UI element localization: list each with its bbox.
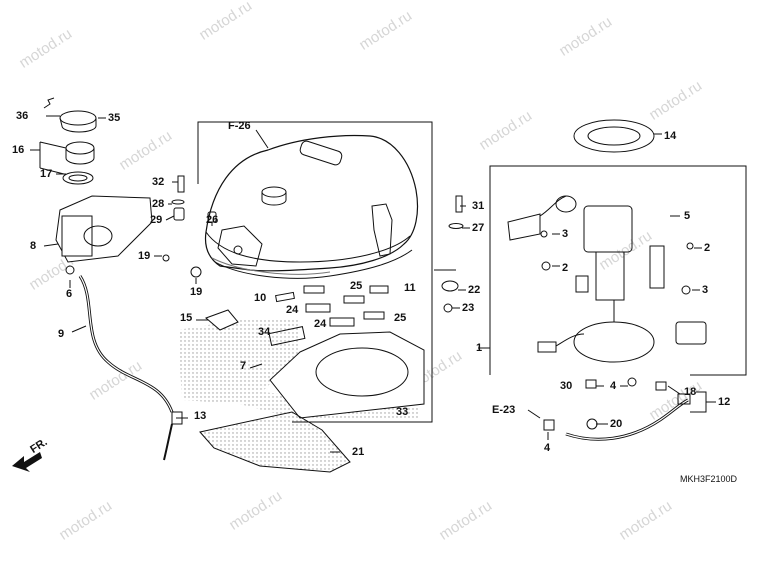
callout-14: 14 xyxy=(664,130,677,142)
pad-10b xyxy=(303,285,325,294)
pump-retainer-ring xyxy=(573,119,655,153)
callout-23: 23 xyxy=(462,302,475,314)
callout-12: 12 xyxy=(718,396,731,408)
callout-19: 19 xyxy=(190,286,203,298)
washer-27 xyxy=(448,223,464,229)
cushion-22 xyxy=(441,280,459,292)
callout-4a: 4 xyxy=(610,380,617,392)
clip-20 xyxy=(586,418,598,430)
callout-19-nut: 19 xyxy=(138,250,151,262)
callout-27: 27 xyxy=(472,222,485,234)
callout-18: 18 xyxy=(684,386,697,398)
callout-13: 13 xyxy=(194,410,207,422)
tank-group-frame xyxy=(197,121,433,423)
pad-24a xyxy=(305,303,331,313)
callout-11: 11 xyxy=(404,282,416,294)
fuel-cap xyxy=(65,141,95,155)
callout-1: 1 xyxy=(476,342,483,354)
tank-front-bracket xyxy=(217,225,263,267)
callout-20: 20 xyxy=(610,418,623,430)
callout-5: 5 xyxy=(684,210,691,222)
heat-shield xyxy=(178,318,420,420)
fuel-pump-body xyxy=(583,205,633,253)
callout-24b: 24 xyxy=(314,318,327,330)
tank-bracket xyxy=(371,203,393,257)
callout-10: 10 xyxy=(254,292,267,304)
pump-group-frame xyxy=(489,165,747,376)
callout-33: 33 xyxy=(396,406,409,418)
tank-top-opening xyxy=(299,140,343,166)
pad-25a xyxy=(343,295,365,304)
pad-24b xyxy=(329,317,355,327)
joint-4 xyxy=(543,419,555,431)
pad-25b xyxy=(363,311,385,320)
pump-base-plate xyxy=(573,321,655,363)
pressure-regulator xyxy=(575,275,589,293)
fuel-level-sender xyxy=(507,213,541,241)
callout-8: 8 xyxy=(30,240,37,252)
callout-36: 36 xyxy=(16,110,29,122)
diagram-code: MKH3F2100D xyxy=(680,474,738,484)
callout-30: 30 xyxy=(560,380,573,392)
pad-10 xyxy=(275,291,295,303)
pump-connector xyxy=(675,321,707,345)
callout-24a: 24 xyxy=(286,304,299,316)
callout-16: 16 xyxy=(12,144,25,156)
fuel-feed-hose xyxy=(565,398,689,441)
washer-23 xyxy=(443,303,453,313)
rubber-19 xyxy=(190,266,202,278)
pad-11 xyxy=(369,285,389,294)
fuel-tank xyxy=(204,134,419,272)
mount-15 xyxy=(205,309,239,331)
callout-21: 21 xyxy=(352,446,365,458)
callout-28: 28 xyxy=(152,198,165,210)
callout-32: 32 xyxy=(152,176,165,188)
callout-29: 29 xyxy=(150,214,163,226)
callout-17: 17 xyxy=(40,168,53,180)
callout-34: 34 xyxy=(258,326,271,338)
callout-26: 26 xyxy=(206,214,219,226)
callout-25b: 25 xyxy=(394,312,407,324)
cap-gasket xyxy=(62,171,94,185)
pump-filter xyxy=(649,245,665,289)
callout-22: 22 xyxy=(468,284,481,296)
bolt-32 xyxy=(177,175,185,193)
callout-35: 35 xyxy=(108,112,121,124)
side-cover xyxy=(199,411,351,473)
pad-34 xyxy=(268,326,306,346)
callout-31: 31 xyxy=(472,200,485,212)
nut-30 xyxy=(585,379,597,389)
nut-19 xyxy=(162,254,170,262)
callout-25a: 25 xyxy=(350,280,363,292)
callout-9: 9 xyxy=(58,328,65,340)
cap-ring xyxy=(59,110,97,126)
tank-lower-rim xyxy=(214,249,413,279)
bolt-31 xyxy=(455,195,463,213)
callout-3b: 3 xyxy=(702,284,709,296)
coupler-connector xyxy=(537,341,557,353)
washer-28 xyxy=(171,199,185,205)
callout-15: 15 xyxy=(180,312,193,324)
callout-2b: 2 xyxy=(704,242,711,254)
ref-f26: F-26 xyxy=(228,120,251,132)
callout-3a: 3 xyxy=(562,228,569,240)
callout-7: 7 xyxy=(240,360,247,372)
cap-spring xyxy=(43,97,55,109)
callout-4b: 4 xyxy=(544,442,551,454)
front-arrow-icon xyxy=(12,452,42,472)
callout-6: 6 xyxy=(66,288,73,300)
clip-18 xyxy=(677,393,691,405)
ref-e23: E-23 xyxy=(492,404,516,416)
callout-2a: 2 xyxy=(562,262,569,274)
collar-29 xyxy=(173,207,185,221)
